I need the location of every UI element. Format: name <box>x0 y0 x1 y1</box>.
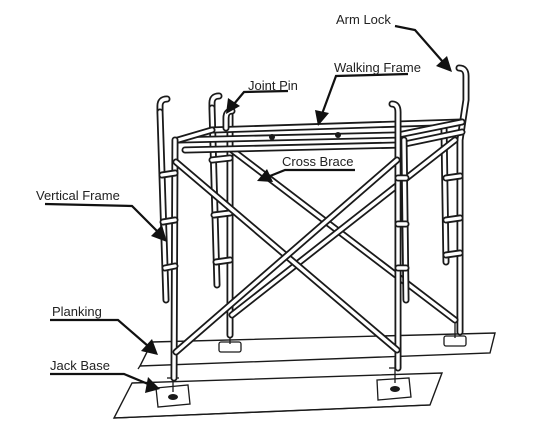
vertical-frame-front-right <box>388 100 410 372</box>
label-vertical-frame: Vertical Frame <box>36 188 120 203</box>
label-jack-base: Jack Base <box>50 358 110 373</box>
label-arm-lock: Arm Lock <box>336 12 391 27</box>
label-walking-frame: Walking Frame <box>334 60 421 75</box>
jack-base-back-right <box>443 322 467 347</box>
label-joint-pin: Joint Pin <box>248 78 298 93</box>
walking-frame <box>174 118 466 154</box>
jack-base-back-left <box>218 330 242 353</box>
cross-brace <box>172 156 401 356</box>
vertical-frame-front <box>156 95 236 382</box>
walking-frame-leader <box>315 72 409 126</box>
vertical-frame-leader <box>44 202 167 242</box>
planking-leader <box>50 318 158 355</box>
jack-base-leader <box>50 372 160 393</box>
back-frame <box>208 64 470 339</box>
joint-pin-leader <box>226 89 289 114</box>
arm-lock-leader <box>394 24 452 72</box>
cross-brace-leader <box>257 168 355 182</box>
label-planking: Planking <box>52 304 102 319</box>
jack-base-front-left <box>155 368 191 408</box>
label-cross-brace: Cross Brace <box>282 154 354 169</box>
